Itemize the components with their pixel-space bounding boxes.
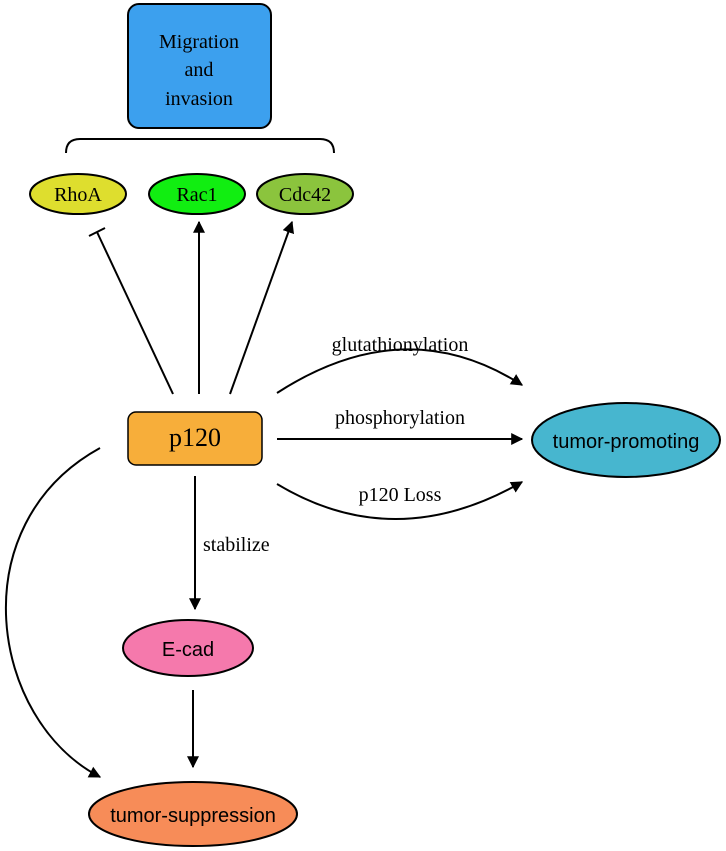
rhoa-node: RhoA [29, 173, 127, 215]
rac1-label: Rac1 [176, 184, 217, 206]
tumor-promoting-node: tumor-promoting [531, 402, 721, 478]
rhoa-ellipse [29, 173, 127, 215]
glutathionylation-label: glutathionylation [332, 334, 469, 356]
migration-invasion-node: Migration and invasion [127, 3, 272, 129]
ecad-node: E-cad [122, 619, 254, 677]
ecad-ellipse [122, 619, 254, 677]
ecad-label: E-cad [162, 639, 214, 661]
p120-box [127, 411, 263, 466]
p120-to-cdc42-edge [229, 220, 294, 395]
grouping-bracket [65, 138, 335, 154]
cdc42-ellipse [256, 173, 354, 215]
glutathionylation-edge [276, 348, 524, 394]
tumor-promoting-ellipse [531, 402, 721, 478]
p120-label: p120 [169, 423, 221, 452]
tumor-suppression-label: tumor-suppression [110, 805, 276, 827]
rac1-ellipse [148, 173, 246, 215]
p120-loss-label: p120 Loss [359, 484, 442, 506]
rhoa-label: RhoA [54, 184, 102, 206]
migration-box [127, 3, 272, 129]
rac1-node: Rac1 [148, 173, 246, 215]
tumor-promoting-label: tumor-promoting [553, 431, 700, 453]
p120-loss-edge [276, 481, 524, 520]
migration-label-line3: invasion [165, 88, 233, 110]
cdc42-node: Cdc42 [256, 173, 354, 215]
tumor-suppression-node: tumor-suppression [88, 781, 298, 847]
p120-node: p120 [127, 411, 263, 466]
stabilize-label: stabilize [203, 534, 270, 556]
migration-label-line2: and [185, 59, 214, 81]
phosphorylation-label: phosphorylation [335, 407, 465, 429]
tumor-suppression-ellipse [88, 781, 298, 847]
inhibition-bar [88, 227, 106, 237]
migration-label-line1: Migration [159, 31, 239, 53]
p120-to-tumor-suppression-edge [5, 447, 102, 778]
p120-inhibits-rhoa-edge [96, 231, 174, 395]
cdc42-label: Cdc42 [279, 184, 331, 206]
